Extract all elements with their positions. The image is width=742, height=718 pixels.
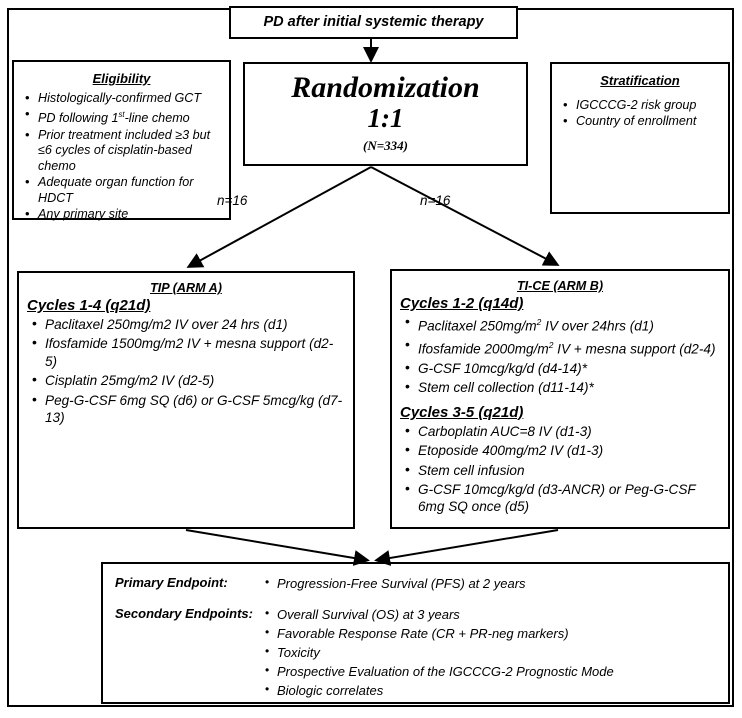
list-item: Paclitaxel 250mg/m2 IV over 24 hrs (d1) — [27, 315, 345, 333]
list-item: Stem cell infusion — [400, 460, 720, 479]
arm-a-cycle-heading: Cycles 1-4 (q21d) — [27, 297, 151, 314]
secondary-endpoints-items: Overall Survival (OS) at 3 years Favorab… — [265, 604, 720, 700]
stratification-list: IGCCCG-2 risk group Country of enrollmen… — [560, 97, 720, 130]
arm-b-box: TI-CE (ARM B) Cycles 1-2 (q14d) Paclitax… — [390, 269, 730, 529]
list-item: PD following 1st-line chemo — [22, 106, 221, 127]
list-item: G-CSF 10mcg/kg/d (d4-14)* — [400, 359, 720, 377]
list-item: Adequate organ function for HDCT — [22, 174, 221, 206]
randomization-box: Randomization 1:1 (N=334) — [243, 62, 528, 166]
arm-a-box: TIP (ARM A) Cycles 1-4 (q21d) Paclitaxel… — [17, 271, 355, 529]
list-item: Progression-Free Survival (PFS) at 2 yea… — [265, 573, 720, 593]
list-item: Peg-G-CSF 6mg SQ (d6) or G-CSF 5mcg/kg (… — [27, 391, 345, 427]
arm-a-title: TIP (ARM A) — [150, 281, 222, 295]
list-item: Prior treatment included ≥3 but ≤6 cycle… — [22, 127, 221, 174]
list-item: Etoposide 400mg/m2 IV (d1-3) — [400, 441, 720, 459]
list-item: Histologically-confirmed GCT — [22, 90, 221, 106]
endpoints-box: Primary Endpoint: Progression-Free Survi… — [101, 562, 730, 704]
arm-b-cycle2-heading: Cycles 3-5 (q21d) — [400, 403, 524, 421]
eligibility-title: Eligibility — [92, 71, 151, 86]
eligibility-box: Eligibility Histologically-confirmed GCT… — [12, 60, 231, 222]
list-item: G-CSF 10mcg/kg/d (d3-ANCR) or Peg-G-CSF … — [400, 480, 720, 516]
arm-b-title: TI-CE (ARM B) — [516, 279, 604, 293]
list-item: Ifosfamide 1500mg/m2 IV + mesna support … — [27, 334, 345, 370]
primary-endpoint-label: Primary Endpoint: — [115, 575, 228, 590]
allocation-label-arm-b: n=16 — [420, 193, 451, 208]
primary-endpoint-items: Progression-Free Survival (PFS) at 2 yea… — [265, 573, 720, 593]
arm-b-cycle1-list: Paclitaxel 250mg/m2 IV over 24hrs (d1) I… — [400, 313, 720, 397]
endpoints-spacer — [115, 593, 720, 605]
secondary-endpoints-row: Secondary Endpoints: Overall Survival (O… — [115, 604, 720, 700]
list-item: IGCCCG-2 risk group — [560, 97, 720, 113]
stratification-title: Stratification — [600, 73, 680, 88]
primary-endpoint-row: Primary Endpoint: Progression-Free Survi… — [115, 573, 720, 593]
arm-b-cycle1-heading: Cycles 1-2 (q14d) — [400, 295, 524, 312]
pd-box-label: PD after initial systemic therapy — [263, 14, 484, 30]
list-item: Prospective Evaluation of the IGCCCG-2 P… — [265, 661, 720, 681]
stratification-box: Stratification IGCCCG-2 risk group Count… — [550, 62, 730, 214]
arm-b-cycle2-list: Carboplatin AUC=8 IV (d1-3) Etoposide 40… — [400, 422, 720, 516]
list-item: Toxicity — [265, 642, 720, 662]
arm-a-regimen-list: Paclitaxel 250mg/m2 IV over 24 hrs (d1) … — [27, 315, 345, 427]
list-item: Biologic correlates — [265, 680, 720, 700]
list-item: Carboplatin AUC=8 IV (d1-3) — [400, 422, 720, 440]
eligibility-list: Histologically-confirmed GCT PD followin… — [22, 90, 221, 222]
allocation-label-arm-a: n=16 — [217, 193, 248, 208]
list-item: Country of enrollment — [560, 113, 720, 129]
randomization-ratio: 1:1 — [367, 103, 404, 133]
randomization-sample-size: (N=334) — [363, 138, 408, 153]
list-item: Cisplatin 25mg/m2 IV (d2-5) — [27, 371, 345, 389]
list-item: Ifosfamide 2000mg/m2 IV + mesna support … — [400, 336, 720, 358]
list-item: Favorable Response Rate (CR + PR-neg mar… — [265, 623, 720, 643]
secondary-endpoints-label: Secondary Endpoints: — [115, 606, 253, 621]
randomization-label: Randomization — [291, 71, 480, 104]
list-item: Stem cell collection (d11-14)* — [400, 378, 720, 396]
list-item: Paclitaxel 250mg/m2 IV over 24hrs (d1) — [400, 313, 720, 335]
list-item: Any primary site — [22, 206, 221, 222]
list-item: Overall Survival (OS) at 3 years — [265, 604, 720, 624]
pd-after-initial-therapy-box: PD after initial systemic therapy — [229, 6, 518, 39]
